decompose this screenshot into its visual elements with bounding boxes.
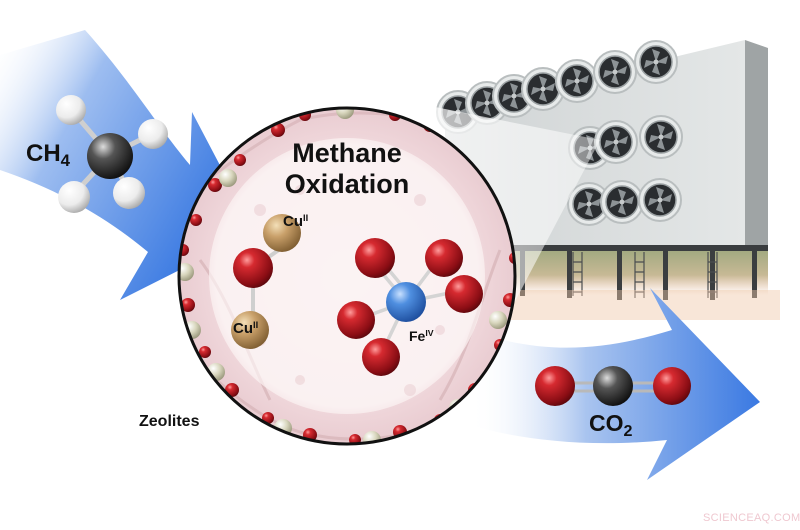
oxygen-atom <box>233 248 273 288</box>
copper-bottom-label: CuII <box>233 320 258 337</box>
iron-oxidation-state: IV <box>425 328 434 339</box>
title-line-2: Oxidation <box>284 169 410 199</box>
copper-top-oxidation-state: II <box>303 213 309 223</box>
methane-formula-label: CH4 <box>26 140 70 171</box>
copper-oxo-cluster <box>231 214 301 349</box>
iron-oxo-cluster <box>337 238 483 376</box>
copper-bottom-oxidation-state: II <box>253 320 259 330</box>
title-line-1: Methane <box>292 138 402 168</box>
carbon-dioxide-molecule <box>535 366 691 406</box>
copper-top-label: CuII <box>283 213 308 230</box>
methane-formula-base: CH <box>26 140 61 167</box>
iron-atom <box>386 282 426 322</box>
co2-formula-subscript: 2 <box>623 421 633 440</box>
iron-symbol: Fe <box>409 328 426 344</box>
carbon-dioxide-formula-label: CO2 <box>589 410 632 441</box>
iron-label: FeIV <box>409 328 434 344</box>
co2-formula-base: CO <box>589 410 624 436</box>
zeolites-label: Zeolites <box>139 413 200 430</box>
copper-top-symbol: Cu <box>283 213 303 231</box>
copper-bottom-symbol: Cu <box>233 320 253 338</box>
copper-atom-top <box>263 214 301 252</box>
diagram-title: Methane Oxidation <box>262 138 432 200</box>
watermark: SCIENCEAQ.COM <box>703 512 800 524</box>
zeolite-circle <box>177 106 517 446</box>
methane-formula-subscript: 4 <box>60 151 71 171</box>
methane-molecule <box>56 95 168 213</box>
copper-atom-bottom <box>231 311 269 349</box>
